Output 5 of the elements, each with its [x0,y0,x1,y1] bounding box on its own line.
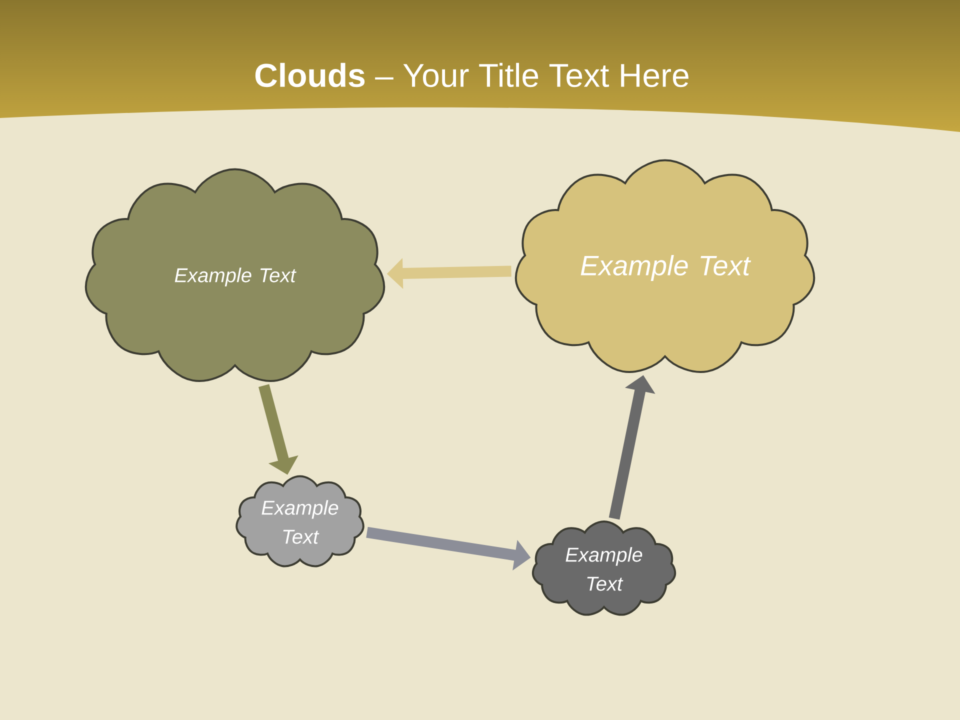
title: Clouds – Your Title Text Here [255,62,688,88]
cloud: Example Text [84,168,386,382]
cloud: Example Text [236,475,364,568]
cloud: Example Text [532,520,676,616]
cloud: Example Text [514,159,816,373]
